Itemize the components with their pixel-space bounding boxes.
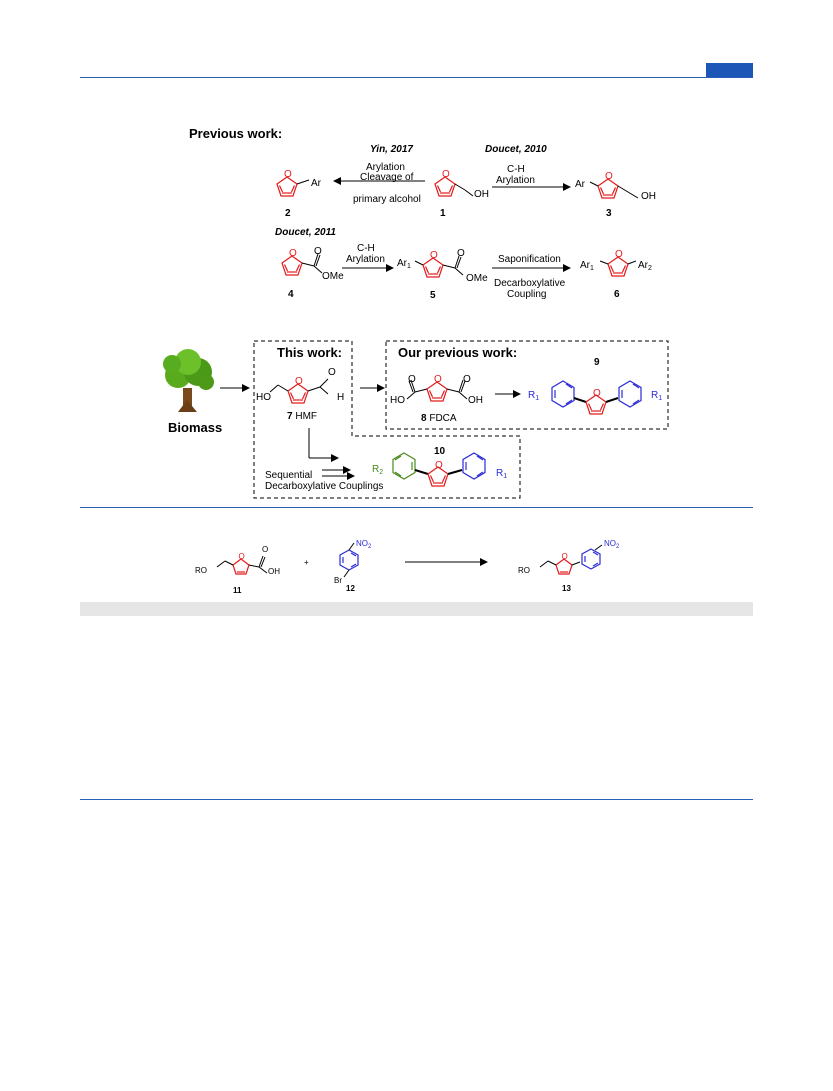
arrow3-text-2: Arylation [346,254,385,265]
svg-text:O: O [295,376,303,387]
svg-text:O: O [434,374,442,385]
label-no2-12: NO2 [356,539,372,550]
compound-1-number: 1 [440,208,446,219]
label-o-4: O [314,246,322,257]
compound-2-number: 2 [285,208,291,219]
arrow4-text-2: Decarboxylative [494,278,566,289]
arrow2-text-2: Arylation [496,175,535,186]
compound-9-structure: O [551,380,642,415]
label-o-7: O [328,367,336,378]
compound-10-number: 10 [434,446,446,457]
compound-8-structure: O [406,374,468,402]
this-work-box [253,340,521,499]
compound-7-label: 7 HMF [287,411,317,422]
arrow4-text-3: Coupling [507,289,546,300]
arrow1-text-1: Arylation [366,162,405,173]
compound-4-structure: O [281,248,323,276]
label-o-8b: O [463,374,471,385]
compound-11-structure: O [216,552,268,575]
header-rule [80,77,753,78]
svg-text:O: O [593,388,601,399]
compound-6-structure: O [599,249,637,277]
arrow1-text-3: primary alcohol [353,194,421,205]
label-ar2-6: Ar2 [638,260,652,272]
compound-3-number: 3 [606,208,612,219]
tree-icon [163,349,214,412]
label-br-12: Br [334,576,342,585]
ref-doucet-2010: Doucet, 2010 [485,144,547,155]
label-ar1-6: Ar1 [580,260,594,272]
this-work-heading: This work: [277,345,342,360]
label-ro-13: RO [518,566,530,575]
svg-text:O: O [239,552,245,561]
svg-text:O: O [615,249,623,260]
ref-yin: Yin, 2017 [370,144,413,155]
compound-4-number: 4 [288,289,294,300]
table-header-band [80,602,753,616]
label-oh-11: OH [268,567,280,576]
sequential-text-2: Decarboxylative Couplings [265,481,383,492]
label-oh-8: OH [468,395,483,406]
label-r1-9b: R1 [651,390,662,402]
compound-5-structure: O [414,250,464,278]
compound-2-structure: O [276,169,310,197]
label-r2-10: R2 [372,464,383,476]
compound-10-structure: O [392,452,486,487]
label-r1-9a: R1 [528,390,539,402]
previous-work-scheme: Previous work: Yin, 2017 Doucet, 2010 O … [189,126,656,301]
biomass-label: Biomass [168,420,222,435]
svg-text:O: O [435,460,443,471]
label-h-7: H [337,392,344,403]
svg-text:O: O [605,171,613,182]
arrow2-text-1: C-H [507,164,525,175]
label-no2-13: NO2 [604,539,620,550]
compound-12-number: 12 [346,584,355,593]
section-rule-1 [80,507,753,508]
label-o-8a: O [408,374,416,385]
compound-13-structure: O [539,544,603,575]
this-work-scheme: Biomass This work: Our previous work: O … [163,340,669,499]
arrow1-text-2: Cleavage of [360,172,414,183]
sequential-text-1: Sequential [265,470,312,481]
label-ho-7: HO [256,392,271,403]
compound-7-structure: O [269,376,329,404]
compound-12-structure [339,542,359,578]
label-o-5: O [457,248,465,259]
compound-5-number: 5 [430,290,436,301]
ref-doucet-2011: Doucet, 2011 [275,227,336,238]
label-ar1-5: Ar1 [397,258,411,270]
label-ar-3: Ar [575,179,586,190]
compound-11-number: 11 [233,586,242,595]
label-ome-5: OMe [466,273,488,284]
section-rule-2 [80,799,753,800]
plus-sign: + [304,558,309,567]
label-oh: OH [474,189,489,200]
compound-6-number: 6 [614,289,620,300]
compound-8-label: 8 FDCA [421,413,457,424]
our-previous-work-heading: Our previous work: [398,345,517,360]
label-ho-8: HO [390,395,405,406]
label-ome-4: OMe [322,271,344,282]
arrow4-text-1: Saponification [498,254,561,265]
svg-text:O: O [430,250,438,261]
svg-text:O: O [289,248,297,259]
label-oh-3: OH [641,191,656,202]
label-o-11: O [262,545,268,554]
header-tab [706,63,753,77]
label-ro-11: RO [195,566,207,575]
reaction-scheme: O RO O OH 11 + NO2 Br 12 O RO NO2 13 [195,539,620,595]
label-r1-10: R1 [496,468,507,480]
arrow3-text-1: C-H [357,243,375,254]
compound-13-number: 13 [562,584,571,593]
svg-text:O: O [284,169,292,180]
compound-3-structure: O [589,171,639,199]
label-ar: Ar [311,178,322,189]
previous-work-heading: Previous work: [189,126,282,141]
our-previous-work-box [385,340,669,430]
compound-9-number: 9 [594,357,600,368]
svg-text:O: O [442,169,450,180]
svg-text:O: O [562,552,568,561]
compound-1-structure: O [434,169,474,197]
